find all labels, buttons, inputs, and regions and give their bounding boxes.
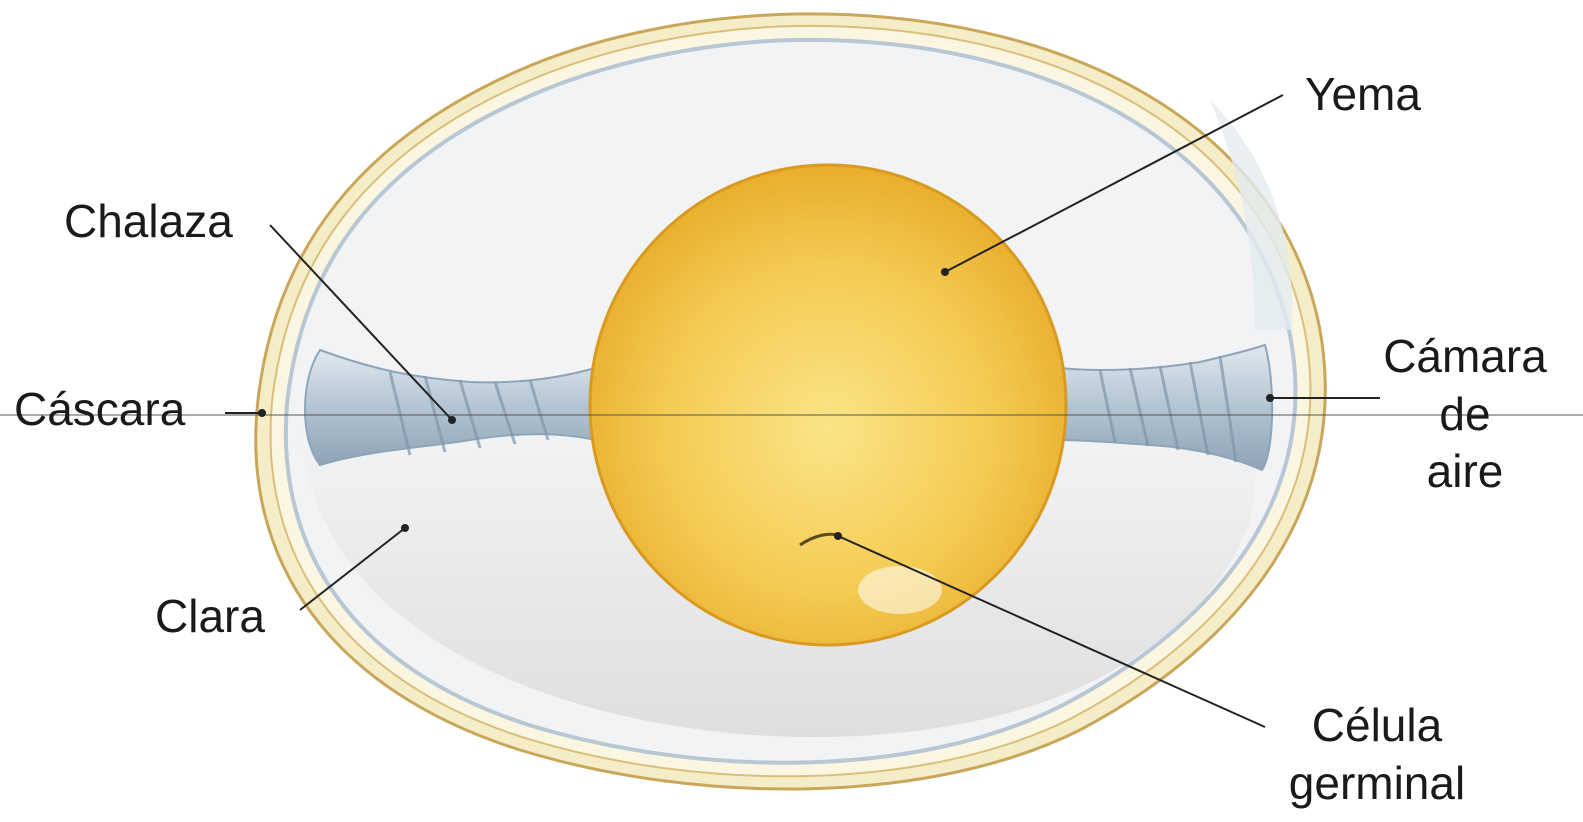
label-celula-line1: Célula: [1262, 697, 1492, 755]
label-yema: Yema: [1305, 66, 1421, 124]
label-camara-line3: aire: [1370, 443, 1560, 501]
label-camara-line2: de: [1370, 386, 1560, 444]
label-camara-de-aire: Cámara de aire: [1370, 328, 1560, 501]
label-chalaza: Chalaza: [64, 193, 233, 251]
label-celula-germinal: Célula germinal: [1262, 697, 1492, 812]
label-celula-line2: germinal: [1262, 755, 1492, 813]
label-cascara: Cáscara: [14, 381, 185, 439]
label-clara: Clara: [155, 588, 265, 646]
label-camara-line1: Cámara: [1370, 328, 1560, 386]
yolk: [590, 165, 1066, 645]
